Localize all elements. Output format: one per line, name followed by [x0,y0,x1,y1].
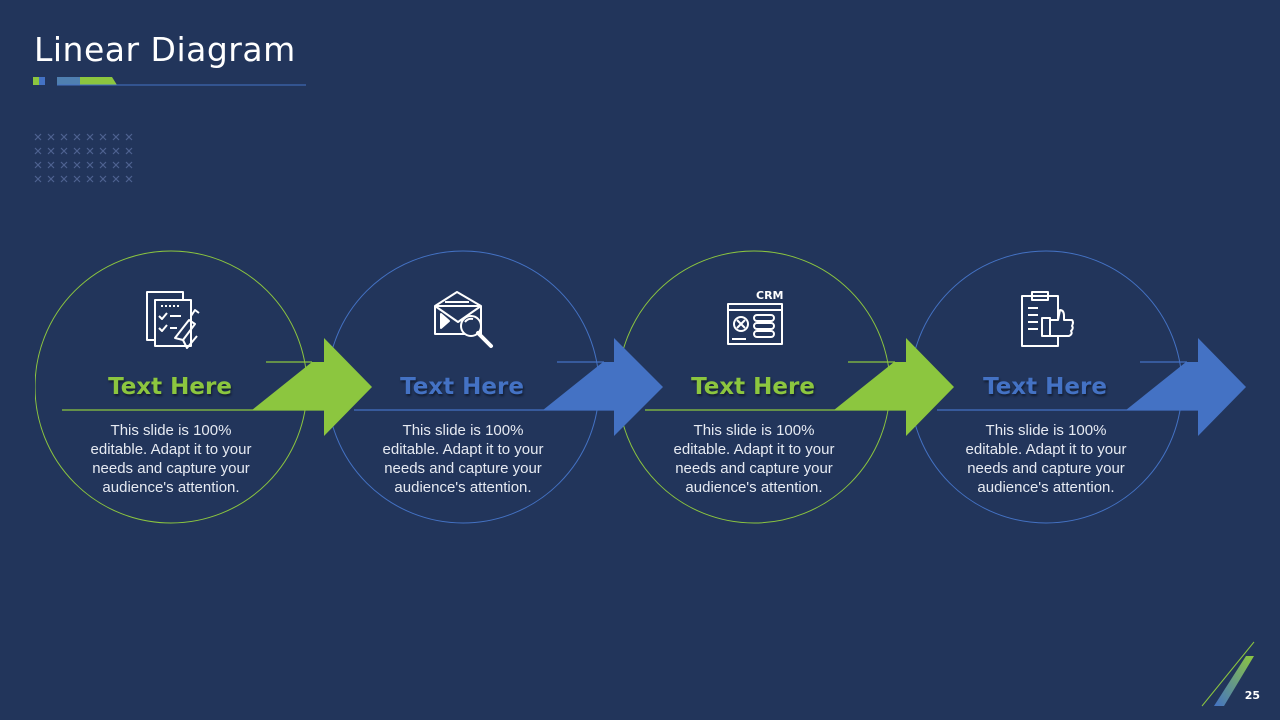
step-3-title: Text Here [691,374,815,400]
step-1-arrow [62,338,372,436]
crm-dashboard-icon: CRM [727,289,784,345]
step-2-description: This slide is 100% editable. Adapt it to… [382,422,544,496]
step-4-description: This slide is 100% editable. Adapt it to… [965,422,1127,496]
step-2-arrow [354,338,663,436]
step-2: Text Here This slide is 100% editable. A… [327,248,603,526]
step-1-description: This slide is 100% editable. Adapt it to… [90,422,252,496]
x-pattern-decoration [34,133,133,183]
document-check-icon [146,291,200,349]
step-3-description: This slide is 100% editable. Adapt it to… [673,422,835,496]
step-1: Text Here This slide is 100% editable. A… [35,248,311,526]
step-2-title: Text Here [400,374,524,400]
title-underline [33,77,306,86]
step-4-arrow [937,338,1246,436]
step-3: CRM Text Here This slide is 100% editabl… [618,248,894,526]
clipboard-thumbs-up-icon [1021,291,1074,347]
crm-label: CRM [756,289,784,302]
email-search-icon [434,291,493,348]
slide-title: Linear Diagram [34,30,296,69]
step-1-title: Text Here [108,374,232,400]
corner-stripe-decoration [1201,641,1255,707]
step-4-title: Text Here [983,374,1107,400]
step-3-arrow [645,338,954,436]
page-number: 25 [1244,689,1260,702]
